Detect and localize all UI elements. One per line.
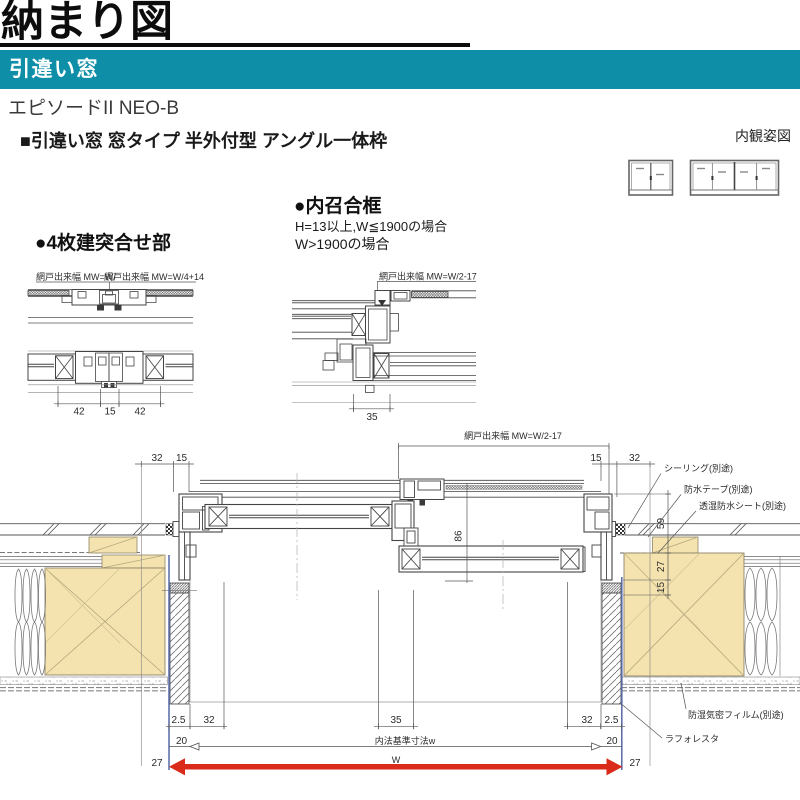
butt-joint-dimensions: 42 15 42 (54, 386, 165, 418)
dim-top-right-15: 15 (590, 453, 602, 464)
wall-right (614, 523, 800, 692)
total-width-arrow: 27 W 27 (151, 755, 641, 776)
callout-sheet: 透湿防水シート(別途) (699, 500, 786, 511)
wood-stud-right (623, 552, 745, 677)
dim-outer-right-27: 27 (629, 758, 641, 769)
dim-bottom-right-32: 32 (581, 715, 593, 726)
dim-top-left-15: 15 (176, 453, 188, 464)
meeting-stile-dim-width: 35 (366, 412, 378, 423)
dim-right-15: 15 (656, 582, 667, 594)
meeting-stile-interior (391, 500, 419, 547)
banner-label: 引違い窓 (9, 58, 99, 81)
callout-tape: 防水テープ(別途) (684, 484, 752, 495)
product-name: エピソードII NEO-B (8, 98, 180, 119)
callout-film: 防湿気密フィルム(別途) (688, 709, 784, 720)
callout-sealing: シーリング(別途) (664, 463, 733, 474)
insulation-left (14, 568, 46, 676)
interior-casing (162, 555, 623, 770)
page-title: 納まり図 (1, 0, 173, 46)
dim-bottom-center-35: 35 (390, 715, 402, 726)
butt-joint-sash-assembly (27, 350, 194, 393)
wood-stud-left (44, 567, 166, 676)
dim-sash-depth: 86 (454, 530, 465, 542)
dimensions-bottom-row2: 20 内法基準寸法w 20 (169, 735, 622, 751)
spec-line: ■引違い窓 窓タイプ 半外付型 アングル一体枠 (20, 131, 388, 151)
butt-joint-dim-right: 42 (134, 407, 146, 418)
dim-bottom-left-32: 32 (203, 715, 215, 726)
dimensions-right-vertical: 59 27 15 (614, 490, 671, 599)
butt-joint-screen-assembly (27, 289, 194, 311)
dimensions-bottom-row1: 2.5 32 35 32 2.5 (166, 582, 625, 730)
screen-width-label-b: 網戸出来幅 MW=W/4+14 (104, 271, 204, 282)
sealant-backer-right (614, 523, 626, 536)
total-width-label: W (392, 755, 401, 765)
butt-joint-dim-left: 42 (73, 407, 85, 418)
wall-base-left (0, 676, 168, 692)
dimensions-top: 32 15 15 32 網戸出来幅 MW=W/2-17 (135, 430, 655, 497)
screen-width-label: 網戸出来幅 MW=W/2-17 (379, 271, 477, 282)
insulation-right (744, 556, 781, 676)
meeting-stile-detail-drawing: 網戸出来幅 MW=W/2-17 (292, 271, 477, 423)
inner-width-label: 内法基準寸法w (375, 735, 436, 746)
main-section-drawing: 32 15 15 32 網戸出来幅 MW=W/2-17 59 27 15 (0, 430, 800, 776)
dim-clear-right-20: 20 (606, 736, 618, 747)
elevation-four-panel (689, 159, 780, 196)
butt-joint-dim-center: 15 (104, 407, 116, 418)
window-type-banner: 引違い窓 (0, 50, 800, 89)
sash-interior (204, 473, 419, 600)
meeting-stile-condition-1: H=13以上,W≦1900の場合 (295, 219, 448, 234)
dim-top-right-32: 32 (629, 453, 641, 464)
dimension-sash-depth: 86 (445, 483, 473, 583)
screen-width-label-a: 網戸出来幅 MW=W/ (36, 271, 116, 282)
title-underline (0, 43, 470, 47)
meeting-stile-condition-2: W>1900の場合 (295, 236, 390, 252)
wall-base-right (620, 676, 800, 692)
elevation-thumbnails (628, 159, 780, 196)
wall-left (0, 523, 177, 692)
elevation-two-panel (628, 159, 674, 196)
butt-joint-detail-drawing: 網戸出来幅 MW=W/ 網戸出来幅 MW=W/4+14 (27, 271, 204, 418)
extension-lines-outer (140, 466, 651, 766)
butt-joint-mid-lines (28, 317, 193, 324)
meeting-stile-section-title: ●内召合框 (294, 196, 382, 217)
jamb-right (577, 493, 616, 581)
callouts: シーリング(別途) 防水テープ(別途) 透湿防水シート(別途) 防湿気密フィルム… (621, 463, 786, 744)
opening-lines (189, 580, 602, 703)
dim-right-59: 59 (656, 518, 667, 530)
elevation-caption: 内観姿図 (735, 128, 791, 144)
butt-joint-screen-labels: 網戸出来幅 MW=W/ 網戸出来幅 MW=W/4+14 (36, 271, 204, 290)
dim-bottom-left-25: 2.5 (172, 715, 186, 726)
dim-clear-left-20: 20 (176, 736, 188, 747)
meeting-stile-drawing-lines (292, 290, 476, 403)
butt-joint-section-title: ●4枚建突合せ部 (35, 233, 172, 254)
sash-exterior (398, 540, 584, 610)
callout-trim: ラフォレスタ (665, 734, 719, 744)
dim-right-27: 27 (656, 561, 667, 573)
meeting-stile-dimension: 35 (349, 394, 394, 423)
dim-bottom-right-25: 2.5 (605, 715, 619, 726)
dim-outer-left-27: 27 (151, 758, 163, 769)
dim-top-left-32: 32 (151, 453, 163, 464)
meeting-stile-screen-label: 網戸出来幅 MW=W/2-17 (377, 271, 477, 292)
screen-width-label-main: 網戸出来幅 MW=W/2-17 (464, 430, 562, 441)
